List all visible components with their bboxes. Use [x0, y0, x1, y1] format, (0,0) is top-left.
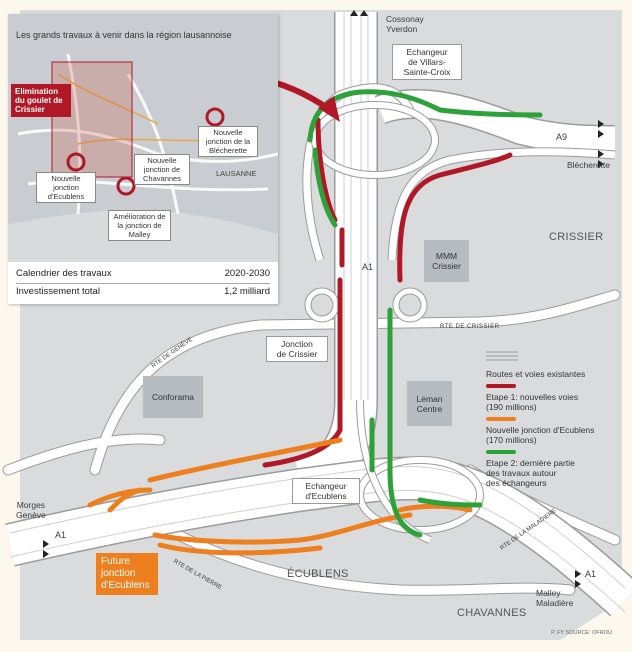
- road-a1-west: A1: [55, 530, 67, 540]
- legend-new-junction-text: Nouvelle jonction d'Ecublens (170 millio…: [486, 425, 595, 445]
- pointer-arrow-head: [318, 96, 340, 122]
- investment-row: Investissement total 1,2 milliard: [16, 286, 270, 297]
- schedule-label: Calendrier des travaux: [16, 268, 112, 279]
- road-a1-east: A1: [585, 569, 597, 579]
- dest-malley: Malley Maladière: [536, 588, 574, 608]
- poi-leman: Léman Centre: [407, 381, 452, 426]
- road-a9: A9: [556, 132, 568, 142]
- legend-stage1-text: Etape 1: nouvelles voies (190 millions): [486, 392, 579, 412]
- new-junction-lanes: [87, 437, 473, 556]
- inset-label-chavannes: Nouvelle jonction de Chavannes: [134, 154, 190, 185]
- investment-label: Investissement total: [16, 286, 100, 297]
- legend-stage2-swatch: [486, 450, 516, 454]
- schedule-value: 2020-2030: [224, 268, 270, 279]
- inset-panel: Les grands travaux à venir dans la régio…: [8, 14, 278, 304]
- dest-cossonay: Cossonay Yverdon: [386, 14, 424, 34]
- legend-new-junction-swatch: [486, 417, 516, 421]
- legend-stage2-text: Etape 2: dernière partie des travaux aut…: [486, 458, 575, 488]
- road-rte-crissier: RTE DE CRISSIER: [440, 324, 500, 330]
- investment-value: 1,2 milliard: [224, 286, 270, 297]
- inset-label-ecublens: Nouvelle jonction d'Ecublens: [36, 172, 96, 203]
- legend-existing-text: Routes et voies existantes: [486, 369, 586, 379]
- inset-label-lausanne: LAUSANNE: [216, 169, 257, 178]
- inset-map: Les grands travaux à venir dans la régio…: [8, 14, 278, 262]
- row-divider: [16, 283, 270, 284]
- legend-existing-swatch: [486, 351, 518, 361]
- inset-label-malley: Amélioration de la jonction de Malley: [108, 210, 171, 241]
- dest-morges: Morges Genève: [16, 500, 46, 520]
- inset-label-blecherette: Nouvelle jonction de la Blécherette: [198, 126, 258, 157]
- secondary-roads: [2, 289, 621, 596]
- legend-stage1-swatch: [486, 384, 516, 388]
- crissier-junction-loops: [304, 287, 428, 323]
- source-credit: P. FY SOURCE: OFROU: [551, 630, 612, 636]
- direction-arrows: [43, 10, 604, 588]
- place-crissier: CRISSIER: [549, 231, 604, 243]
- label-villars-interchange: Echangeur de Villars- Sainte-Croix: [392, 44, 462, 80]
- label-crissier-junction: Jonction de Crissier: [266, 336, 328, 362]
- road-a1-north: A1: [362, 262, 374, 272]
- place-chavannes: CHAVANNES: [457, 607, 527, 619]
- dest-blecherette: Blécherette: [567, 160, 610, 170]
- schedule-row: Calendrier des travaux 2020-2030: [16, 268, 270, 279]
- poi-conforama: Conforama: [143, 376, 203, 418]
- label-ecublens-interchange: Echangeur d'Ecublens: [292, 478, 360, 504]
- label-future-ecublens: Future jonction d'Ecublens: [96, 553, 158, 595]
- a9-branch: [374, 88, 616, 155]
- place-ecublens: ÉCUBLENS: [287, 568, 349, 580]
- poi-mmm: MMM Crissier: [424, 240, 469, 282]
- inset-title: Les grands travaux à venir dans la régio…: [16, 30, 232, 40]
- inset-label-goulet: Elimination du goulet de Crissier: [11, 84, 71, 117]
- stage1-lanes: [262, 117, 513, 468]
